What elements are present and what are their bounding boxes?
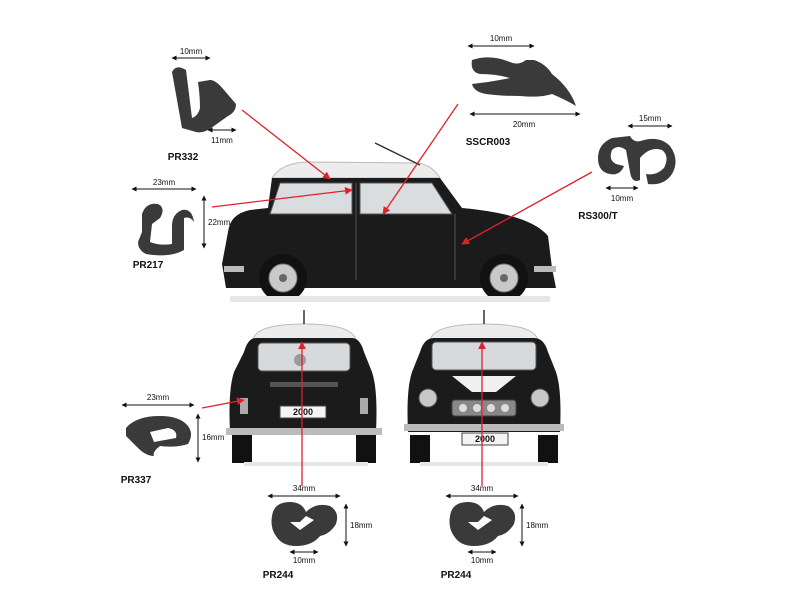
pr217-height-label: 22mm <box>208 218 231 227</box>
pointer-pr332 <box>241 109 331 180</box>
car-side-front-wheel <box>480 254 528 302</box>
car-rear-shadow <box>244 462 368 466</box>
sscr003-length-label: 20mm <box>513 120 536 129</box>
sscr003-width-label: 10mm <box>490 34 513 43</box>
profile-pr244-rear: 34mm 18mm 10mm PR244 <box>263 484 373 581</box>
car-front-spot-3 <box>487 404 495 412</box>
car-rear-plate-text: 2000 <box>293 407 313 417</box>
rs300t-code: RS300/T <box>578 211 617 222</box>
pointer-pr217 <box>211 186 353 208</box>
car-front-plate <box>461 432 509 446</box>
pr244-front-seal-shape <box>449 502 516 546</box>
pr332-depth-label: 11mm <box>211 136 233 145</box>
rs300t-depth-label: 10mm <box>611 194 634 203</box>
car-side-rear-wheel <box>259 254 307 302</box>
car-side-roof <box>271 161 441 179</box>
car-front-spot-1 <box>459 404 467 412</box>
rs300t-seal-shape <box>598 136 676 185</box>
pr332-width-label: 10mm <box>180 47 203 56</box>
pr337-height-label: 16mm <box>202 433 225 442</box>
pr217-code: PR217 <box>133 260 164 271</box>
car-front-left-wheel <box>410 435 430 463</box>
pr337-code: PR337 <box>121 475 152 486</box>
car-front-right-headlight <box>530 388 550 408</box>
car-front-spot-2 <box>473 404 481 412</box>
car-front-view: 2000 <box>404 310 564 466</box>
car-front-right-wheel <box>538 435 558 463</box>
car-front-roof <box>429 323 539 341</box>
profile-pr337: 23mm 16mm PR337 <box>121 393 225 486</box>
profile-pr217: 23mm 22mm PR217 <box>131 178 231 271</box>
car-rear-left-wheel <box>232 435 252 463</box>
pointer-sscr003 <box>382 103 459 215</box>
car-rear-badge <box>270 382 338 387</box>
pr244-front-code: PR244 <box>441 570 472 581</box>
sscr003-seal-shape <box>471 57 576 106</box>
car-side-front-bumper <box>534 266 556 272</box>
car-front-windscreen <box>431 341 537 371</box>
car-front-left-headlight <box>418 388 438 408</box>
profile-rs300t: 15mm 10mm RS300/T <box>578 114 676 222</box>
pr217-seal-shape <box>138 203 194 256</box>
pr337-width-label: 23mm <box>147 393 170 402</box>
pr337-seal-shape <box>126 416 191 456</box>
pr332-code: PR332 <box>168 152 199 163</box>
car-side-rear-window <box>269 182 353 215</box>
car-side-shadow <box>230 296 550 302</box>
pointer-lines <box>201 103 593 486</box>
pr332-seal-shape <box>172 67 236 133</box>
car-side-rear-bumper <box>224 266 244 272</box>
car-side-view <box>222 142 556 302</box>
car-front-spot-4 <box>501 404 509 412</box>
pointer-pr337 <box>201 397 245 409</box>
pointer-rs300t <box>461 171 593 245</box>
car-side-antenna <box>374 142 421 166</box>
profile-pr244-front: 34mm 18mm 10mm PR244 <box>441 484 549 581</box>
pr244-front-width-label: 34mm <box>471 484 494 493</box>
car-front-grille <box>451 399 517 417</box>
car-rear-left-light <box>240 398 248 414</box>
car-rear-view: 2000 <box>226 310 382 466</box>
pr244-rear-gap-label: 10mm <box>293 556 316 565</box>
pr217-width-label: 23mm <box>153 178 176 187</box>
car-rear-right-light <box>360 398 368 414</box>
car-front-bumper <box>404 424 564 431</box>
car-front-shadow <box>420 462 548 466</box>
car-rear-right-wheel <box>356 435 376 463</box>
pr244-rear-height-label: 18mm <box>350 521 373 530</box>
rs300t-width-label: 15mm <box>639 114 662 123</box>
pr244-rear-code: PR244 <box>263 570 294 581</box>
car-rear-plate <box>279 405 327 419</box>
car-front-plate-text: 2000 <box>475 434 495 444</box>
pr244-front-gap-label: 10mm <box>471 556 494 565</box>
pr244-rear-seal-shape <box>271 502 338 546</box>
car-front-bonnet-stripe <box>452 376 516 392</box>
pr244-front-height-label: 18mm <box>526 521 549 530</box>
car-rear-bumper <box>226 428 382 435</box>
sscr003-code: SSCR003 <box>466 137 511 148</box>
car-rear-seat <box>294 354 306 366</box>
profile-sscr003: 10mm 20mm SSCR003 <box>466 34 581 148</box>
car-rear-roof <box>252 323 357 341</box>
pr244-rear-width-label: 34mm <box>293 484 316 493</box>
profile-pr332: 10mm 11mm PR332 <box>168 47 237 163</box>
